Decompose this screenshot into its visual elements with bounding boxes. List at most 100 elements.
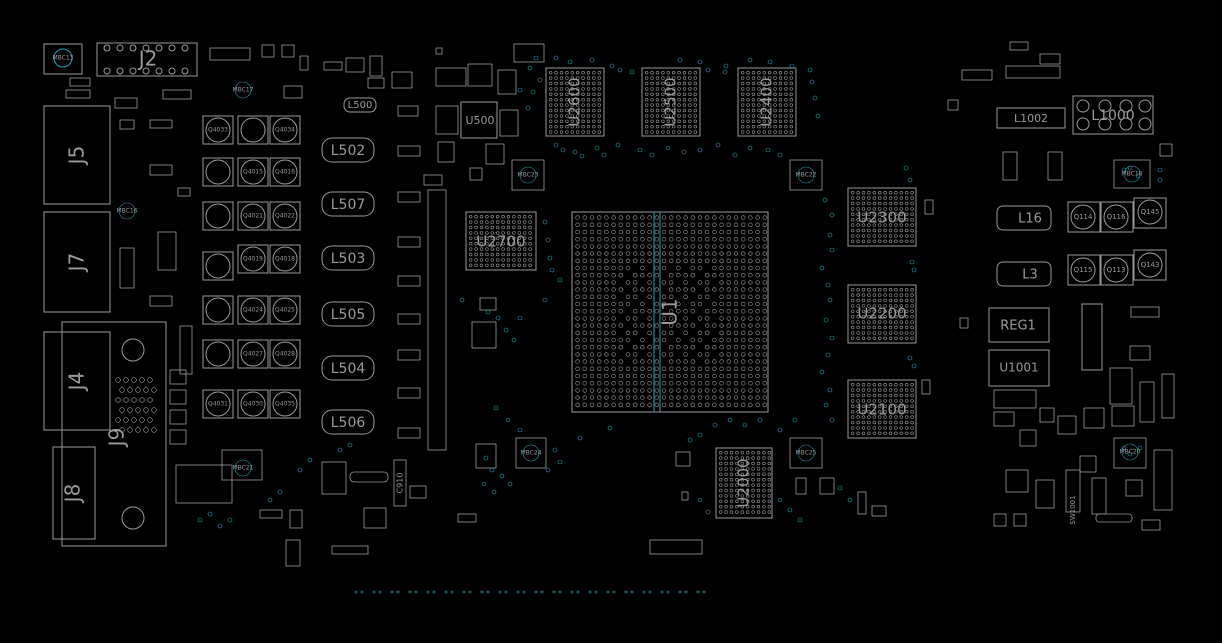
memory-ball <box>644 70 649 75</box>
gpu-ball <box>748 309 753 314</box>
gpu-ball <box>647 229 652 235</box>
memory-ball <box>850 288 855 292</box>
memory-ball <box>718 451 723 455</box>
gpu-ball <box>748 373 753 379</box>
gpu-ball <box>683 215 688 220</box>
gpu-ball <box>733 381 739 386</box>
gpu-ball <box>748 316 753 321</box>
memory-ball <box>661 92 665 97</box>
gpu-ball <box>668 395 674 400</box>
memory-ball <box>751 505 755 509</box>
memory-ball <box>506 225 511 230</box>
memory-ball <box>469 242 473 246</box>
memory-ball <box>883 223 887 227</box>
via <box>337 447 343 453</box>
memory-ball <box>597 76 601 80</box>
memory-ball <box>565 124 569 129</box>
gpu-ball <box>726 359 731 364</box>
mbc13-outline <box>43 43 83 75</box>
gpu-ball <box>640 273 645 278</box>
memory-ball <box>581 81 585 86</box>
memory-ball <box>506 220 511 224</box>
memory-ball <box>784 119 788 124</box>
test-point <box>432 590 436 594</box>
memory-ball <box>724 483 728 487</box>
memory-ball <box>861 404 866 408</box>
gpu-ball <box>740 215 746 220</box>
memory-ball <box>554 108 558 113</box>
memory-ball <box>485 258 489 262</box>
memory-ball <box>856 331 860 335</box>
gpu-ball <box>582 323 587 328</box>
memory-ball <box>872 415 876 419</box>
gpu-ball <box>719 395 724 400</box>
memory-ball <box>677 124 681 129</box>
gpu-ball <box>719 402 724 407</box>
memory-ball <box>850 201 855 206</box>
gpu-ball <box>690 301 695 307</box>
gpu-ball <box>611 251 616 256</box>
gpu-ball <box>712 258 717 263</box>
gpu-ball <box>668 294 674 299</box>
connector-pin <box>119 387 125 393</box>
gpu-ball <box>704 229 710 235</box>
via <box>594 145 600 151</box>
memory-ball <box>899 201 903 206</box>
memory-ball <box>856 320 860 324</box>
memory-ball <box>528 263 532 267</box>
u1-label: U1 <box>658 298 682 325</box>
mbc25-label: MBC25 <box>795 450 816 457</box>
memory-ball <box>867 431 871 435</box>
memory-ball <box>746 130 750 134</box>
gpu-ball <box>719 215 724 220</box>
memory-ball <box>661 70 665 75</box>
memory-ball <box>861 383 866 387</box>
gpu-ball <box>647 316 652 321</box>
gpu-ball <box>640 381 645 386</box>
memory-ball <box>479 242 484 246</box>
memory-ball <box>767 478 771 482</box>
memory-ball <box>517 263 521 267</box>
memory-ball <box>575 108 580 113</box>
memory-ball <box>746 87 750 91</box>
memory-ball <box>778 130 783 134</box>
memory-ball <box>751 472 755 476</box>
gpu-ball <box>611 294 616 299</box>
memory-ball <box>729 488 734 493</box>
memory-ball <box>894 315 898 319</box>
memory-ball <box>745 510 750 514</box>
gpu-ball <box>683 273 688 278</box>
gpu-ball <box>733 280 739 285</box>
gpu-ball <box>697 229 703 235</box>
memory-ball <box>575 76 580 80</box>
memory-ball <box>888 388 893 392</box>
q4035-label: Q4035 <box>275 401 295 408</box>
gpu-ball <box>719 388 724 393</box>
memory-ball <box>762 494 766 498</box>
memory-ball <box>735 451 739 455</box>
gpu-ball <box>661 301 667 307</box>
memory-ball <box>501 220 505 224</box>
memory-ball <box>877 309 882 313</box>
memory-ball <box>883 399 887 403</box>
memory-ball <box>904 325 909 330</box>
memory-ball <box>528 215 532 219</box>
memory-ball <box>597 70 601 75</box>
gpu-ball <box>575 366 580 371</box>
memory-ball <box>872 393 876 398</box>
memory-ball <box>894 426 898 430</box>
memory-ball <box>729 451 734 455</box>
gpu-ball <box>611 352 616 357</box>
via <box>545 467 551 473</box>
via <box>777 497 783 503</box>
memory-ball <box>856 234 860 238</box>
memory-ball <box>586 81 591 86</box>
gpu-ball <box>632 330 638 335</box>
memory-ball <box>655 130 660 134</box>
connector-pin <box>139 417 145 423</box>
memory-ball <box>501 263 505 267</box>
memory-ball <box>904 212 909 217</box>
gpu-ball <box>618 381 623 386</box>
gpu-ball <box>618 273 623 278</box>
